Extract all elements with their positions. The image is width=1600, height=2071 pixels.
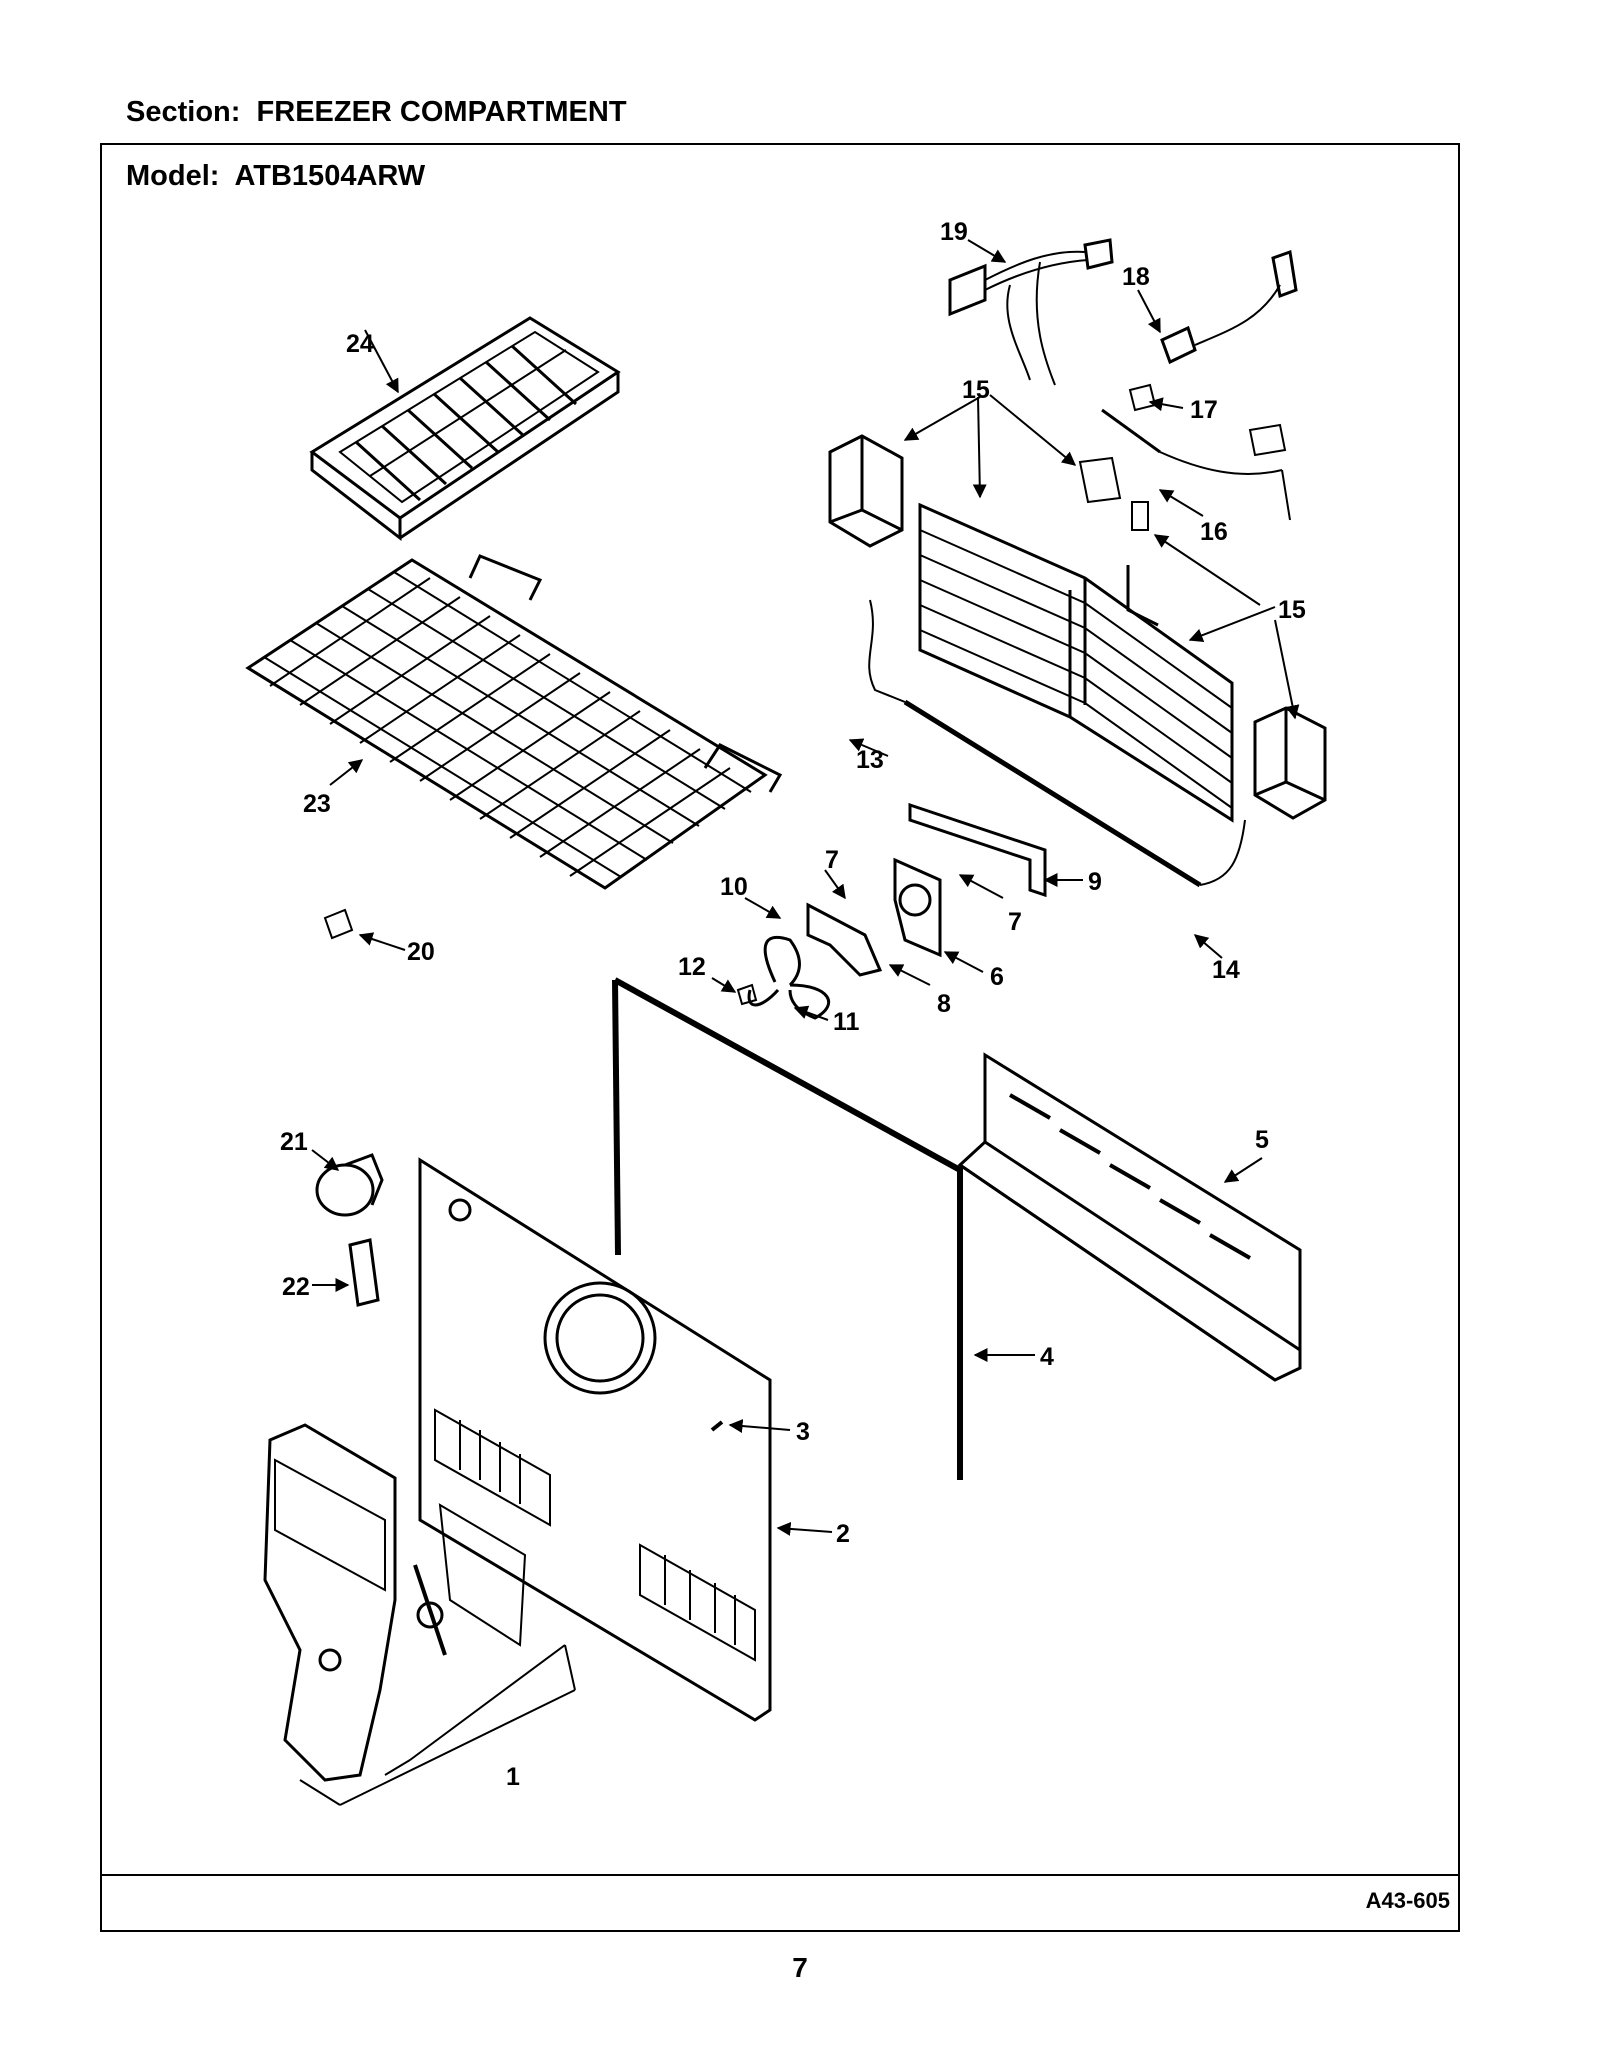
evaporator-coil	[918, 502, 1234, 823]
callout-15b: 15	[1278, 596, 1306, 624]
model-value: ATB1504ARW	[234, 160, 426, 192]
plug-button	[323, 908, 354, 940]
callout-15a: 15	[962, 376, 990, 404]
air-duct-assembly	[263, 1423, 527, 1782]
model-label: Model:	[126, 160, 220, 192]
callout-7b: 7	[1008, 908, 1022, 936]
callout-5: 5	[1255, 1126, 1269, 1154]
callout-2: 2	[836, 1520, 850, 1548]
model-title: Model: ATB1504ARW	[126, 160, 425, 193]
callout-21: 21	[280, 1128, 308, 1156]
evaporator-end-cap-right	[1253, 706, 1327, 820]
callout-6: 6	[990, 963, 1004, 991]
callout-16: 16	[1200, 518, 1228, 546]
reference-code: A43-605	[1365, 1888, 1450, 1913]
section-label: Section:	[126, 96, 241, 128]
callout-9: 9	[1088, 868, 1102, 896]
footer-divider	[100, 1874, 1460, 1876]
callout-20: 20	[407, 938, 435, 966]
callout-19: 19	[940, 218, 968, 246]
leader-lines	[299, 239, 1300, 1806]
connector-plug	[1160, 249, 1298, 365]
ice-cube-tray	[309, 316, 621, 542]
section-title: Section: FREEZER COMPARTMENT	[126, 96, 627, 129]
callout-22: 22	[282, 1273, 310, 1301]
callout-24: 24	[346, 330, 374, 358]
callout-3: 3	[796, 1418, 810, 1446]
evaporator-cover-gasket	[612, 977, 963, 1480]
callout-1: 1	[506, 1763, 520, 1791]
fan-blade	[747, 935, 831, 1020]
callout-7a: 7	[825, 846, 839, 874]
callout-14: 14	[1212, 956, 1240, 984]
light-switch	[348, 1238, 380, 1307]
evaporator-pad	[1078, 456, 1122, 504]
defrost-heater	[868, 599, 1246, 888]
screw	[710, 1420, 724, 1432]
fan-motor	[893, 857, 942, 958]
callout-labels: 1 2 3 4 5 6 7 7 8 9 10 11 12 13 14 15 15…	[280, 218, 1306, 1791]
section-value: FREEZER COMPARTMENT	[256, 96, 627, 128]
motor-bracket	[908, 802, 1047, 898]
callout-4: 4	[1040, 1343, 1054, 1371]
fan-retainer	[736, 983, 758, 1006]
wire-harness	[948, 238, 1114, 386]
evaporator-end-cap-left	[828, 434, 904, 548]
callout-23: 23	[303, 790, 331, 818]
callout-11: 11	[833, 1008, 860, 1036]
callout-8: 8	[937, 990, 951, 1018]
sensor-harness	[1101, 383, 1291, 521]
wire-shelf	[245, 554, 783, 890]
callout-18: 18	[1122, 263, 1150, 291]
page-number: 7	[792, 1952, 808, 1983]
diagram-frame	[100, 143, 1460, 1932]
drier	[1131, 501, 1149, 531]
callout-13: 13	[856, 746, 884, 774]
fan-bracket	[806, 902, 883, 977]
evaporator-cover	[418, 1157, 772, 1722]
callout-10: 10	[720, 873, 748, 901]
light-socket	[315, 1153, 384, 1217]
callout-17: 17	[1190, 396, 1218, 424]
rear-duct-panel	[957, 1052, 1302, 1382]
callout-12: 12	[678, 953, 706, 981]
